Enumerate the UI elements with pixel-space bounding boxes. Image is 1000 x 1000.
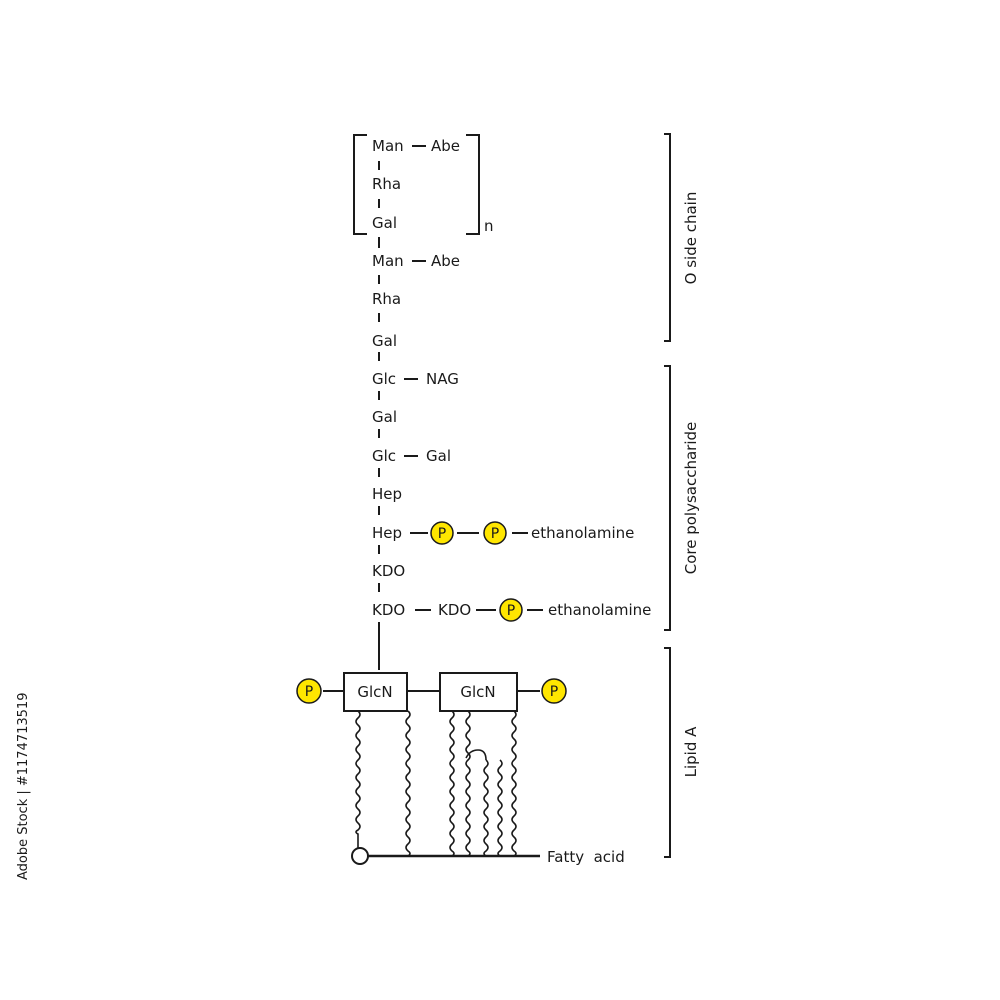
glycerol-circle [351, 847, 369, 865]
kdo-label: KDO [438, 601, 471, 619]
svg-text:P: P [550, 684, 558, 700]
ethanolamine-label: ethanolamine [548, 601, 651, 619]
kdo-label: KDO [372, 601, 405, 619]
repeat-abe-label: Abe [431, 137, 460, 155]
gal-label: Gal [426, 447, 451, 465]
phosphate-icon: P [296, 678, 322, 704]
repeat-man-label: Man [372, 137, 404, 155]
glc-label: Glc [372, 447, 396, 465]
glcn-right-label: GlcN [460, 683, 495, 701]
hep-label: Hep [372, 524, 402, 542]
brace-lipid-a [664, 647, 671, 858]
rha-label: Rha [372, 290, 401, 308]
fatty-acid-chains [355, 710, 517, 857]
repeat-bracket-left [353, 134, 367, 235]
hep-label: Hep [372, 485, 402, 503]
sugar-labels: Man Abe Rha Gal n Man Abe Rha Gal Glc NA… [357, 137, 651, 866]
repeat-rha-label: Rha [372, 175, 401, 193]
repeat-gal-label: Gal [372, 214, 397, 232]
repeat-bracket-right [466, 134, 480, 235]
svg-text:P: P [305, 684, 313, 700]
svg-text:P: P [491, 526, 499, 542]
phosphate-icon: P [541, 678, 567, 704]
kdo-label: KDO [372, 562, 405, 580]
glc-label: Glc [372, 370, 396, 388]
glcn-right-box [439, 672, 518, 712]
brace-o-side-chain [664, 133, 671, 342]
gal-label: Gal [372, 408, 397, 426]
abe-label: Abe [431, 252, 460, 270]
man-label: Man [372, 252, 404, 270]
fatty-acid-label: Fatty acid [547, 848, 625, 866]
branch-bonds [323, 145, 543, 692]
gal-label: Gal [372, 332, 397, 350]
repeat-n-label: n [484, 217, 494, 235]
svg-text:P: P [507, 603, 515, 619]
lipid-a-label: Lipid A [682, 726, 700, 778]
brace-core [664, 365, 671, 631]
phosphate-groups: P P P P P [296, 521, 567, 704]
svg-text:P: P [438, 526, 446, 542]
glcn-left-box [343, 672, 408, 712]
glcn-left-label: GlcN [357, 683, 392, 701]
chain-loop [465, 749, 487, 761]
nag-label: NAG [426, 370, 459, 388]
core-polysaccharide-label: Core polysaccharide [682, 422, 700, 575]
stock-watermark-text: Adobe Stock | #1174713519 [16, 693, 31, 880]
phosphate-icon: P [499, 598, 523, 622]
ethanolamine-label: ethanolamine [531, 524, 634, 542]
phosphate-icon: P [430, 521, 454, 545]
phosphate-icon: P [483, 521, 507, 545]
o-side-chain-label: O side chain [682, 192, 700, 285]
